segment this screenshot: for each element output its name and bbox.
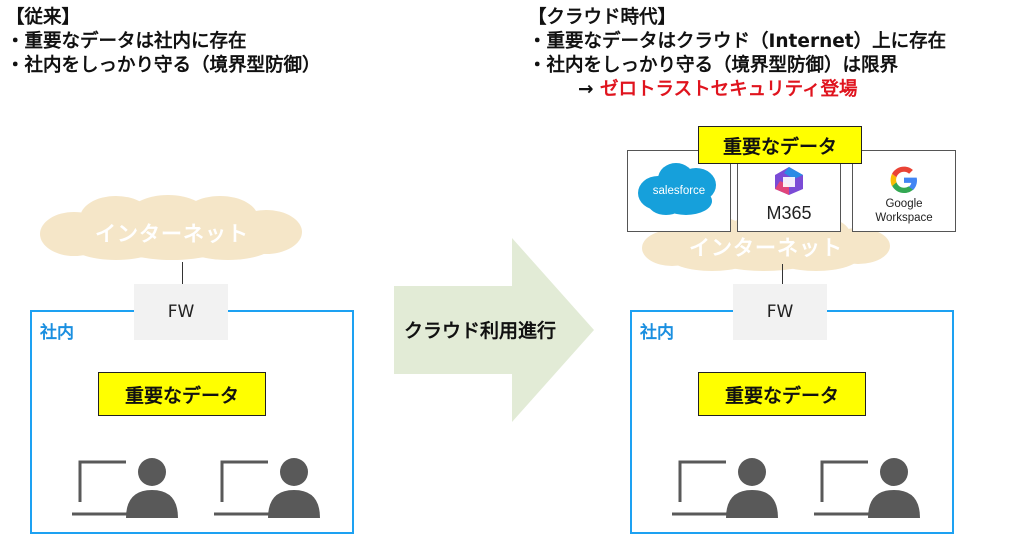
right-office-label: 社内 (640, 323, 674, 343)
zero-trust-label: ゼロトラストセキュリティ登場 (599, 79, 858, 100)
right-user-2-icon (814, 458, 920, 518)
left-internet-label: インターネット (95, 222, 249, 246)
right-connector-line (782, 264, 783, 284)
google-workspace-box: Google Workspace (852, 150, 956, 232)
left-firewall-label: FW (167, 302, 195, 322)
left-bullet-2: ・社内をしっかり守る（境界型防御） (6, 55, 321, 76)
salesforce-logo-icon (638, 163, 716, 215)
left-data-label: 重要なデータ (124, 384, 239, 407)
left-bullet-1: ・重要なデータは社内に存在 (6, 31, 247, 52)
right-internet-label: インターネット (689, 236, 843, 260)
left-user-2-icon (214, 458, 320, 518)
right-data-label: 重要なデータ (724, 384, 839, 407)
progress-arrow-label: クラウド利用進行 (404, 320, 557, 342)
right-data-box: 重要なデータ (698, 372, 866, 416)
google-logo-icon (890, 166, 917, 193)
m365-logo-icon (775, 167, 803, 195)
conclusion-arrow: → (578, 79, 594, 100)
right-heading: 【クラウド時代】 ・重要なデータはクラウド（Internet）上に存在 ・社内を… (528, 6, 946, 102)
left-internet-cloud (40, 195, 302, 260)
right-user-1-icon (672, 458, 778, 518)
right-firewall-label: FW (766, 302, 794, 322)
right-bullet-1: ・重要なデータはクラウド（Internet）上に存在 (528, 31, 947, 52)
left-office-label: 社内 (40, 323, 74, 343)
left-title: 【従来】 (6, 7, 81, 28)
right-firewall: FW (733, 284, 827, 340)
cloud-data-box: 重要なデータ (698, 126, 862, 164)
left-heading: 【従来】 ・重要なデータは社内に存在 ・社内をしっかり守る（境界型防御） (6, 6, 321, 78)
salesforce-label: salesforce (652, 185, 706, 197)
right-title: 【クラウド時代】 (528, 7, 677, 28)
google-label-line-2: Workspace (875, 212, 933, 224)
google-label-line-1: Google (885, 198, 923, 210)
right-bullet-2: ・社内をしっかり守る（境界型防御）は限界 (528, 55, 899, 76)
left-user-1-icon (72, 458, 178, 518)
right-conclusion-line: → ゼロトラストセキュリティ登場 (528, 78, 946, 102)
google-workspace-label: Google Workspace (853, 197, 955, 225)
cloud-data-label: 重要なデータ (722, 135, 837, 158)
left-firewall: FW (134, 284, 228, 340)
left-connector-line (182, 262, 183, 284)
m365-label: M365 (766, 203, 812, 223)
progress-arrow (394, 238, 594, 422)
left-data-box: 重要なデータ (98, 372, 266, 416)
